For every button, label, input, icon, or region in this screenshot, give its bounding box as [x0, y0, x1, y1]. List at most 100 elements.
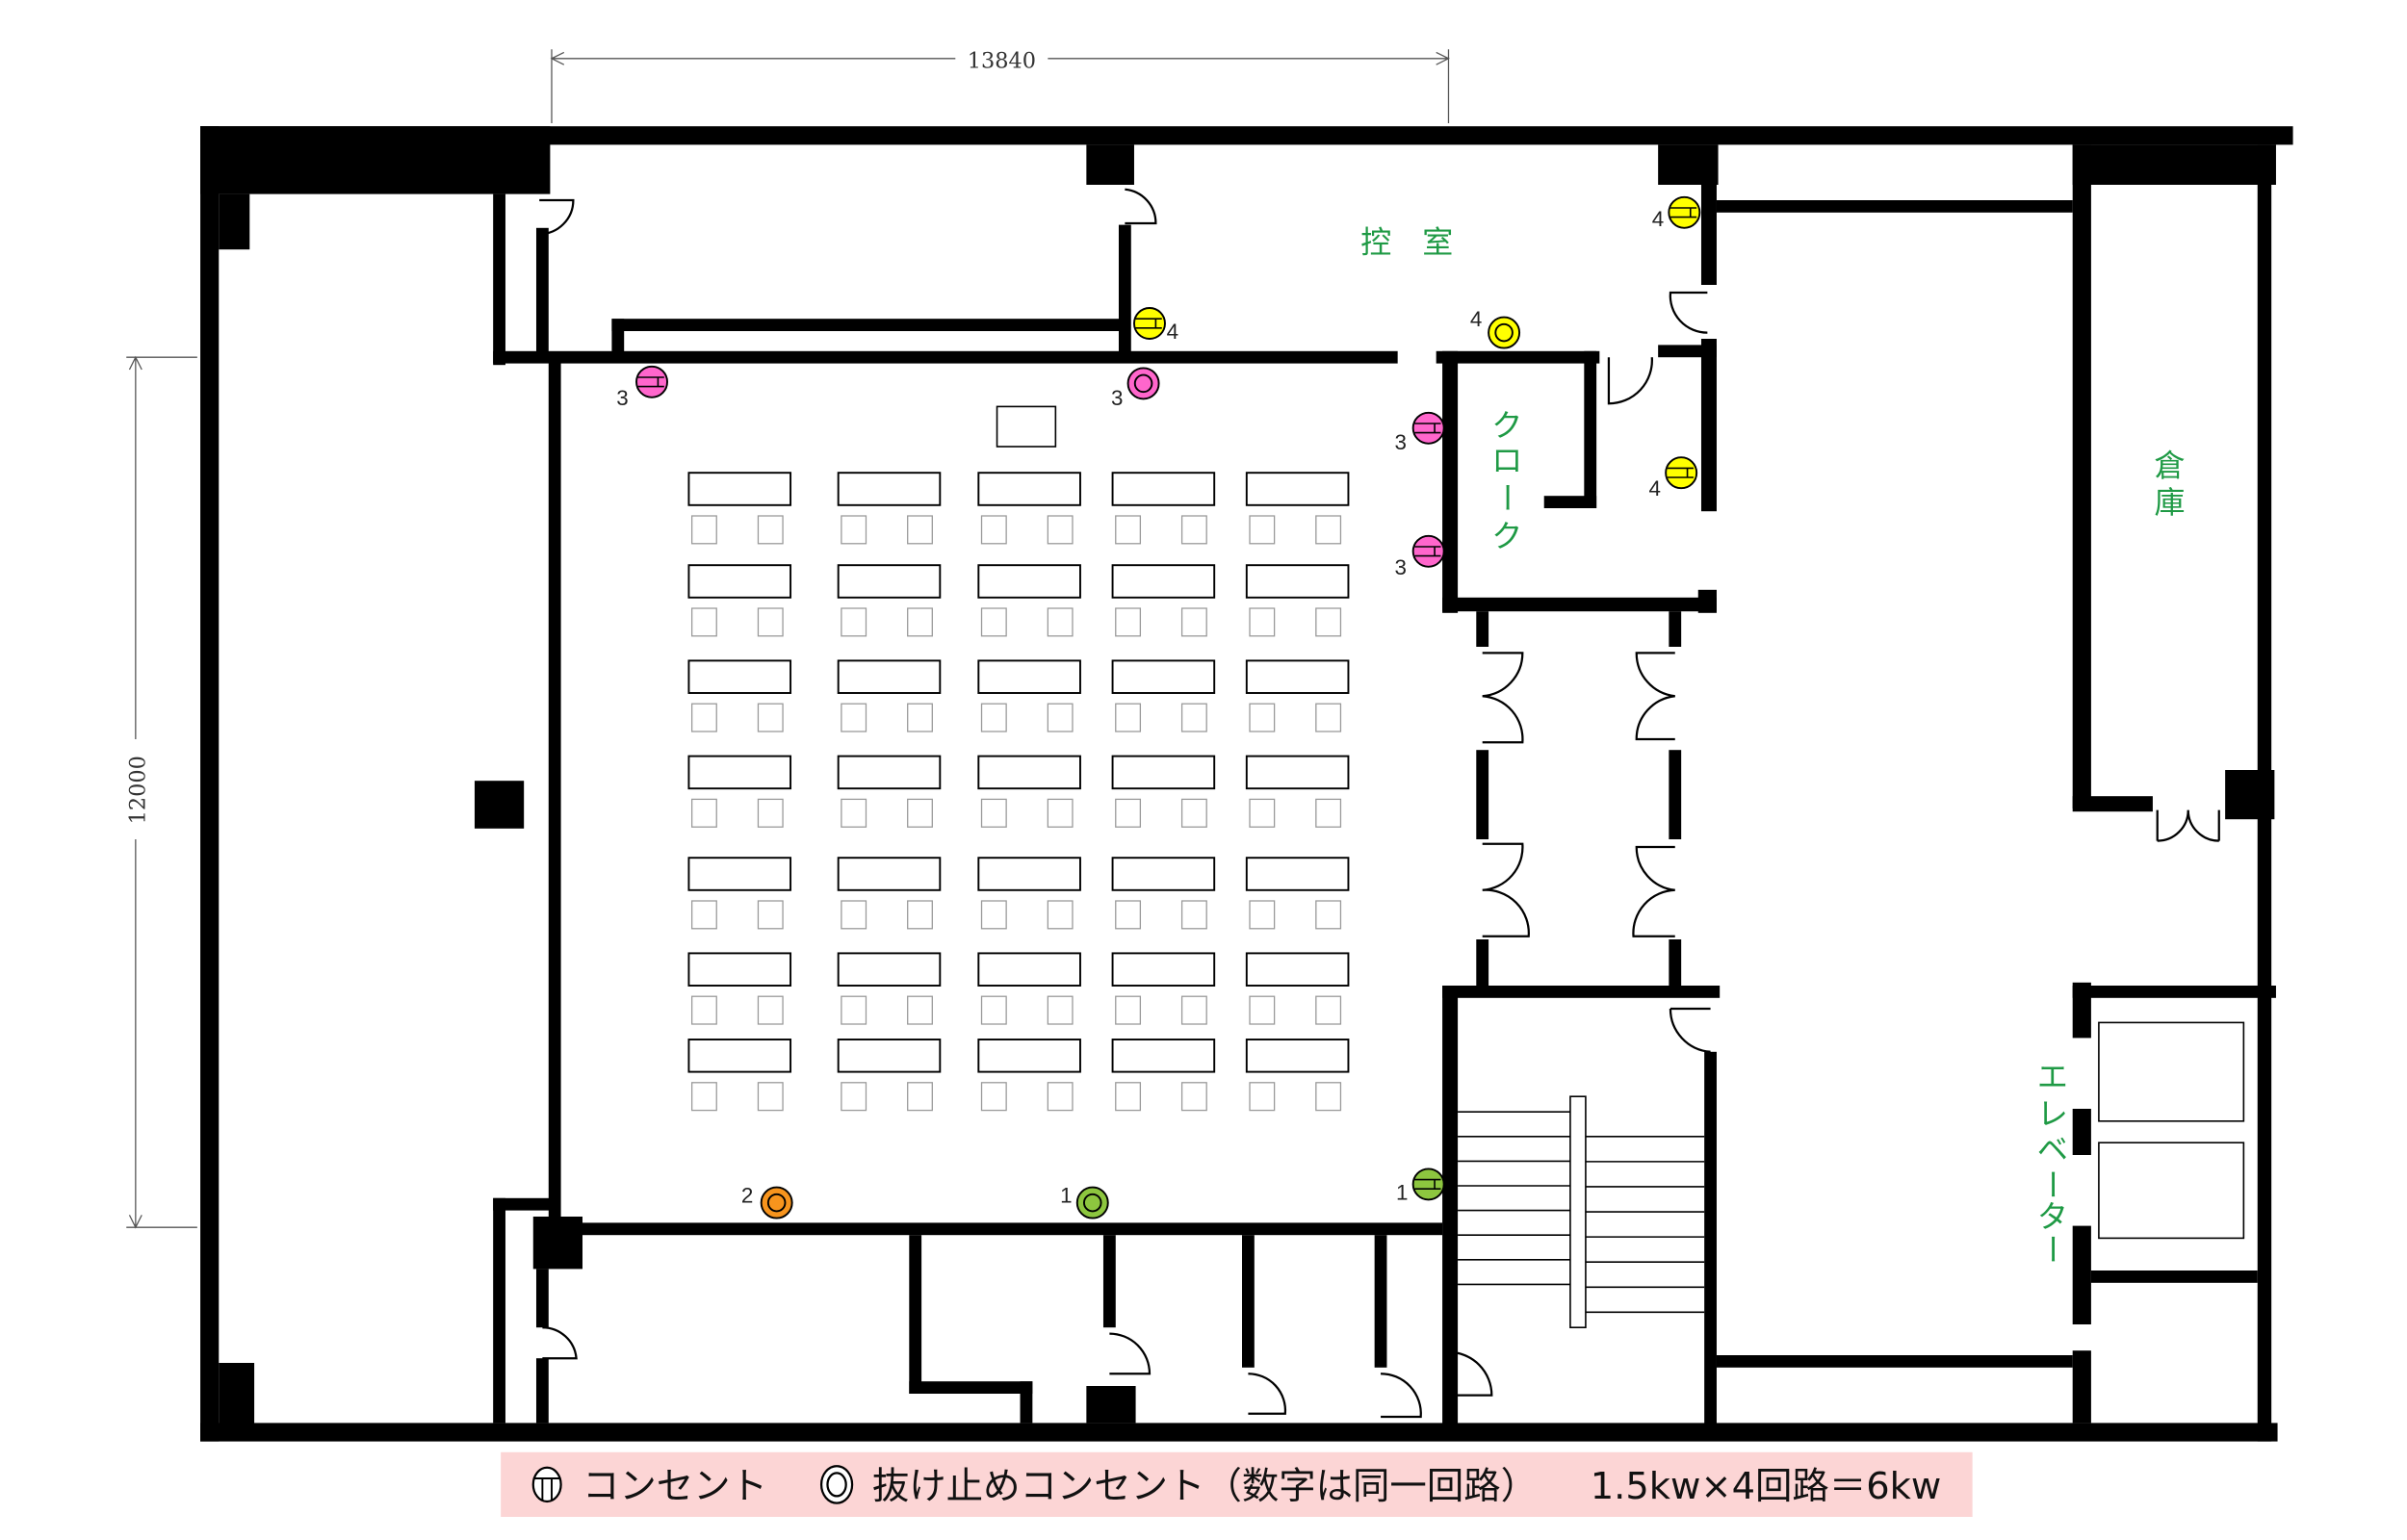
wall [474, 781, 525, 829]
chair [907, 798, 933, 828]
svg-text:エ: エ [2037, 1059, 2068, 1095]
wall [1436, 350, 1600, 364]
chair [1249, 798, 1276, 828]
chair [841, 900, 867, 930]
chair [1180, 1082, 1207, 1112]
svg-text:ク: ク [1491, 518, 1522, 554]
chair [1115, 798, 1142, 828]
chair [980, 607, 1007, 637]
legend: コンセント 抜け止めコンセント（数字は同一回路） 1.5kw×4回路＝6kw [501, 1451, 1973, 1517]
chair [1180, 798, 1207, 828]
desk [977, 472, 1081, 506]
circuit-number: 3 [616, 386, 628, 410]
chair [1249, 515, 1276, 545]
chair [757, 607, 784, 637]
wall [2072, 986, 2276, 998]
chair [1047, 900, 1074, 930]
desk [687, 564, 792, 599]
chair [1115, 607, 1142, 637]
stair-railing [1569, 1095, 1587, 1328]
chair [757, 798, 784, 828]
wall [2090, 1270, 2258, 1283]
chair [907, 900, 933, 930]
svg-text:倉: 倉 [2155, 447, 2186, 483]
chair [757, 1082, 784, 1112]
chair [1115, 515, 1142, 545]
wall [2072, 796, 2153, 812]
wall [1716, 200, 2073, 213]
wall [535, 1269, 549, 1328]
wall [2225, 770, 2275, 820]
svg-text:ロ: ロ [1491, 443, 1522, 479]
door [1635, 652, 1675, 741]
chair [1249, 703, 1276, 732]
wall [2072, 1109, 2091, 1155]
chair [841, 515, 867, 545]
door [1632, 845, 1675, 937]
locking-outlet-symbol-icon [819, 1465, 854, 1504]
wall [1476, 939, 1489, 989]
desk [977, 1039, 1081, 1073]
chair [1315, 607, 1342, 637]
wall [1102, 1235, 1116, 1328]
door [1109, 1332, 1152, 1375]
wall [1086, 144, 1134, 185]
chair [907, 1082, 933, 1112]
chair [1315, 900, 1342, 930]
chair [980, 995, 1007, 1025]
chair [1315, 995, 1342, 1025]
wall [532, 1217, 582, 1270]
wall [1374, 1235, 1387, 1368]
wall [1476, 750, 1489, 839]
chair [690, 515, 717, 545]
door [539, 198, 575, 236]
wall [1476, 611, 1489, 647]
desk [1111, 857, 1216, 891]
chair [980, 900, 1007, 930]
wall [535, 227, 549, 358]
wall [1716, 1355, 2073, 1368]
outlet-icon: 1 [1396, 1168, 1445, 1204]
door [1482, 652, 1524, 744]
wall [219, 193, 250, 250]
desk [977, 659, 1081, 694]
chair [907, 995, 933, 1025]
wall [1669, 939, 1682, 989]
walls [200, 126, 2293, 1442]
desk [837, 755, 942, 790]
desk [1245, 564, 1350, 599]
wall [2072, 144, 2276, 185]
height-label: 12000 [125, 756, 150, 824]
circuit-number: 3 [1394, 430, 1406, 454]
elevator-car [2098, 1142, 2245, 1240]
chair [1249, 900, 1276, 930]
door [1669, 1007, 1711, 1053]
chair [1047, 515, 1074, 545]
circuit-number: 1 [1060, 1184, 1072, 1208]
chair [1047, 1082, 1074, 1112]
wall [548, 357, 561, 1229]
wall [1669, 750, 1682, 839]
staircase [1458, 1095, 1705, 1328]
chair [980, 703, 1007, 732]
desk [687, 1039, 792, 1073]
wall [1658, 345, 1717, 358]
circuit-number: 4 [1652, 207, 1664, 231]
outlet-icon: 4 [1133, 307, 1178, 344]
chair [907, 515, 933, 545]
chair [757, 900, 784, 930]
door [1669, 291, 1708, 334]
desk [837, 952, 942, 987]
svg-text:レ: レ [2037, 1095, 2068, 1132]
chair [841, 703, 867, 732]
door [1607, 357, 1653, 405]
chair [1315, 1082, 1342, 1112]
legend-capacity: 1.5kw×4回路＝6kw [1591, 1465, 1942, 1508]
door [1125, 188, 1157, 225]
width-dimension: 13840 [550, 48, 1450, 123]
circuit-number: 4 [1167, 320, 1178, 344]
circuit-number: 1 [1396, 1180, 1408, 1204]
chair [1315, 703, 1342, 732]
chair [841, 1082, 867, 1112]
locking-outlet-icon: 2 [741, 1184, 793, 1219]
